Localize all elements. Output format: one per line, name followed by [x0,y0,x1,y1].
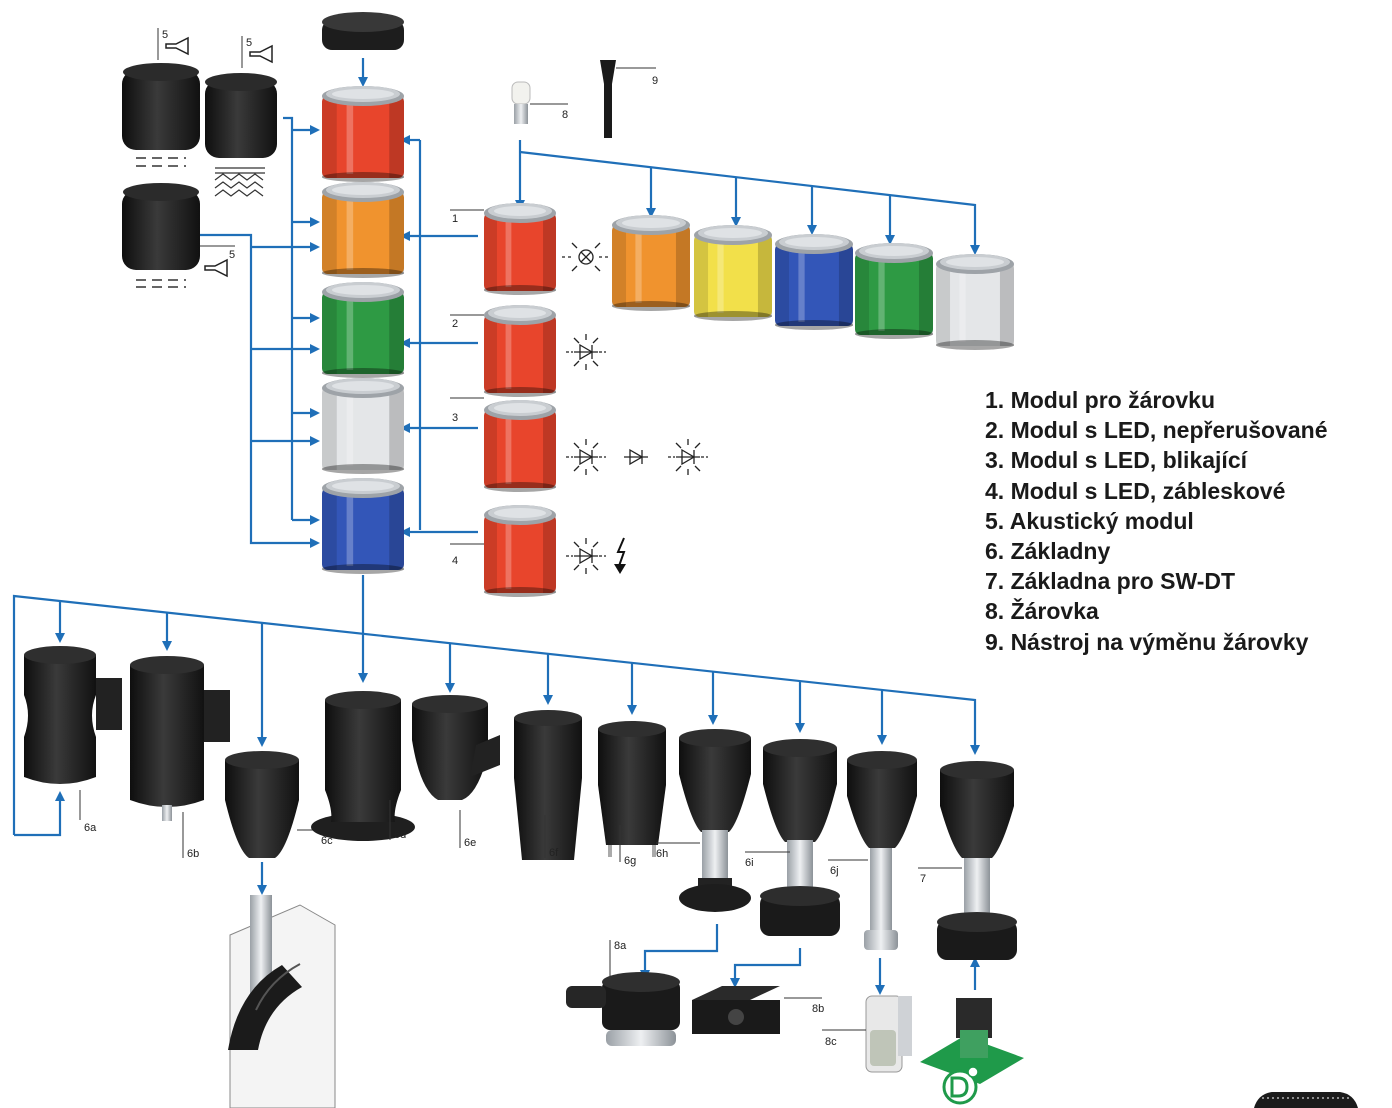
stack-module-orange [322,182,404,278]
led-icon [566,538,606,574]
legend-item-9: 9. Nástroj na výměnu žárovky [985,628,1309,655]
base-6e [412,695,500,848]
horn-icon [249,44,273,64]
stack-module-blue [322,478,404,574]
base-6i [745,739,840,936]
label-base-6e: 6e [464,837,476,849]
base-6f [514,710,582,860]
label-acc-8a: 8a [614,940,627,952]
label-bulb: 8 [562,109,568,121]
legend-item-1: 1. Modul pro žárovku [985,387,1216,413]
module-orange [612,215,690,311]
dt-connector-illustration [920,998,1024,1105]
accessory-8b [692,986,822,1034]
legend: 1. Modul pro žárovku 2. Modul s LED, nep… [985,385,1390,657]
legend-item-6: 6. Základny [985,538,1111,565]
label-base-6g: 6g [624,855,636,867]
label-module-4: 4 [452,555,458,567]
legend-item-2: 2. Modul s LED, nepřerušované [985,417,1328,444]
module-1-red [484,203,556,295]
label-base-6h: 6h [656,848,668,860]
horn-icon [204,258,228,278]
label-tool: 9 [652,75,658,87]
label-base-6a: 6a [84,822,97,834]
base-6j [828,751,917,950]
label-base-7: 7 [920,873,926,885]
stack-module-white [322,378,404,474]
stack-module-red [322,86,404,182]
label-base-6i: 6i [745,857,754,869]
label-base-6j: 6j [830,865,839,877]
module-yellow [694,225,772,321]
acoustic-module-3 [122,183,235,288]
base-6h [656,729,751,912]
label-acc-8b: 8b [812,1003,824,1015]
label-module-3: 3 [452,412,458,424]
module-3-red [484,400,556,492]
module-blue [775,234,853,330]
lens-modules [484,203,1014,597]
module-white [936,254,1014,350]
horn-icon [165,36,189,56]
stack-modules [322,86,404,574]
arrow-network [12,58,980,995]
legend-item-7: 7. Základna pro SW-DT [985,568,1236,595]
module-4-red [484,505,556,597]
stack-module-green [322,282,404,378]
bulb-tool-icon [600,60,656,138]
led-icon [566,439,606,475]
led-symbols [566,334,708,574]
base-6g [598,721,666,862]
accessory-8a [566,940,680,1046]
label-acoustic-3: 5 [229,249,235,261]
bulb-symbol-icon [562,242,610,272]
pole-mount-illustration [228,895,336,1108]
acoustic-module-2 [205,36,277,197]
label-base-6f: 6f [549,847,559,859]
module-green [855,243,933,339]
stack-cap [322,12,404,50]
base-6c [225,751,333,858]
led-icon [566,334,606,370]
flash-icon [614,537,626,574]
led-icon [668,439,708,475]
legend-item-3: 3. Modul s LED, blikající [985,447,1247,474]
bulb-icon [511,81,568,124]
label-base-6d: 6d [394,829,406,841]
legend-item-4: 4. Modul s LED, zábleskové [985,477,1286,504]
label-base-6c: 6c [321,835,333,847]
legend-item-5: 5. Akustický modul [985,507,1194,534]
label-acoustic-1: 5 [162,29,168,41]
label-acoustic-2: 5 [246,37,252,49]
label-base-6b: 6b [187,848,199,860]
label-acc-8c: 8c [825,1036,837,1048]
base-6b [130,656,230,858]
label-module-2: 2 [452,318,458,330]
label-module-1: 1 [452,213,458,225]
acoustic-module-1 [122,28,200,167]
accessory-8c [822,995,912,1073]
legend-item-8: 8. Žárovka [985,598,1099,625]
base-7 [918,761,1017,960]
base-6a [24,646,122,820]
led-icon [624,448,648,466]
module-2-red [484,305,556,397]
corner-cap-fragment [1254,1092,1358,1108]
base-6d [311,691,415,841]
